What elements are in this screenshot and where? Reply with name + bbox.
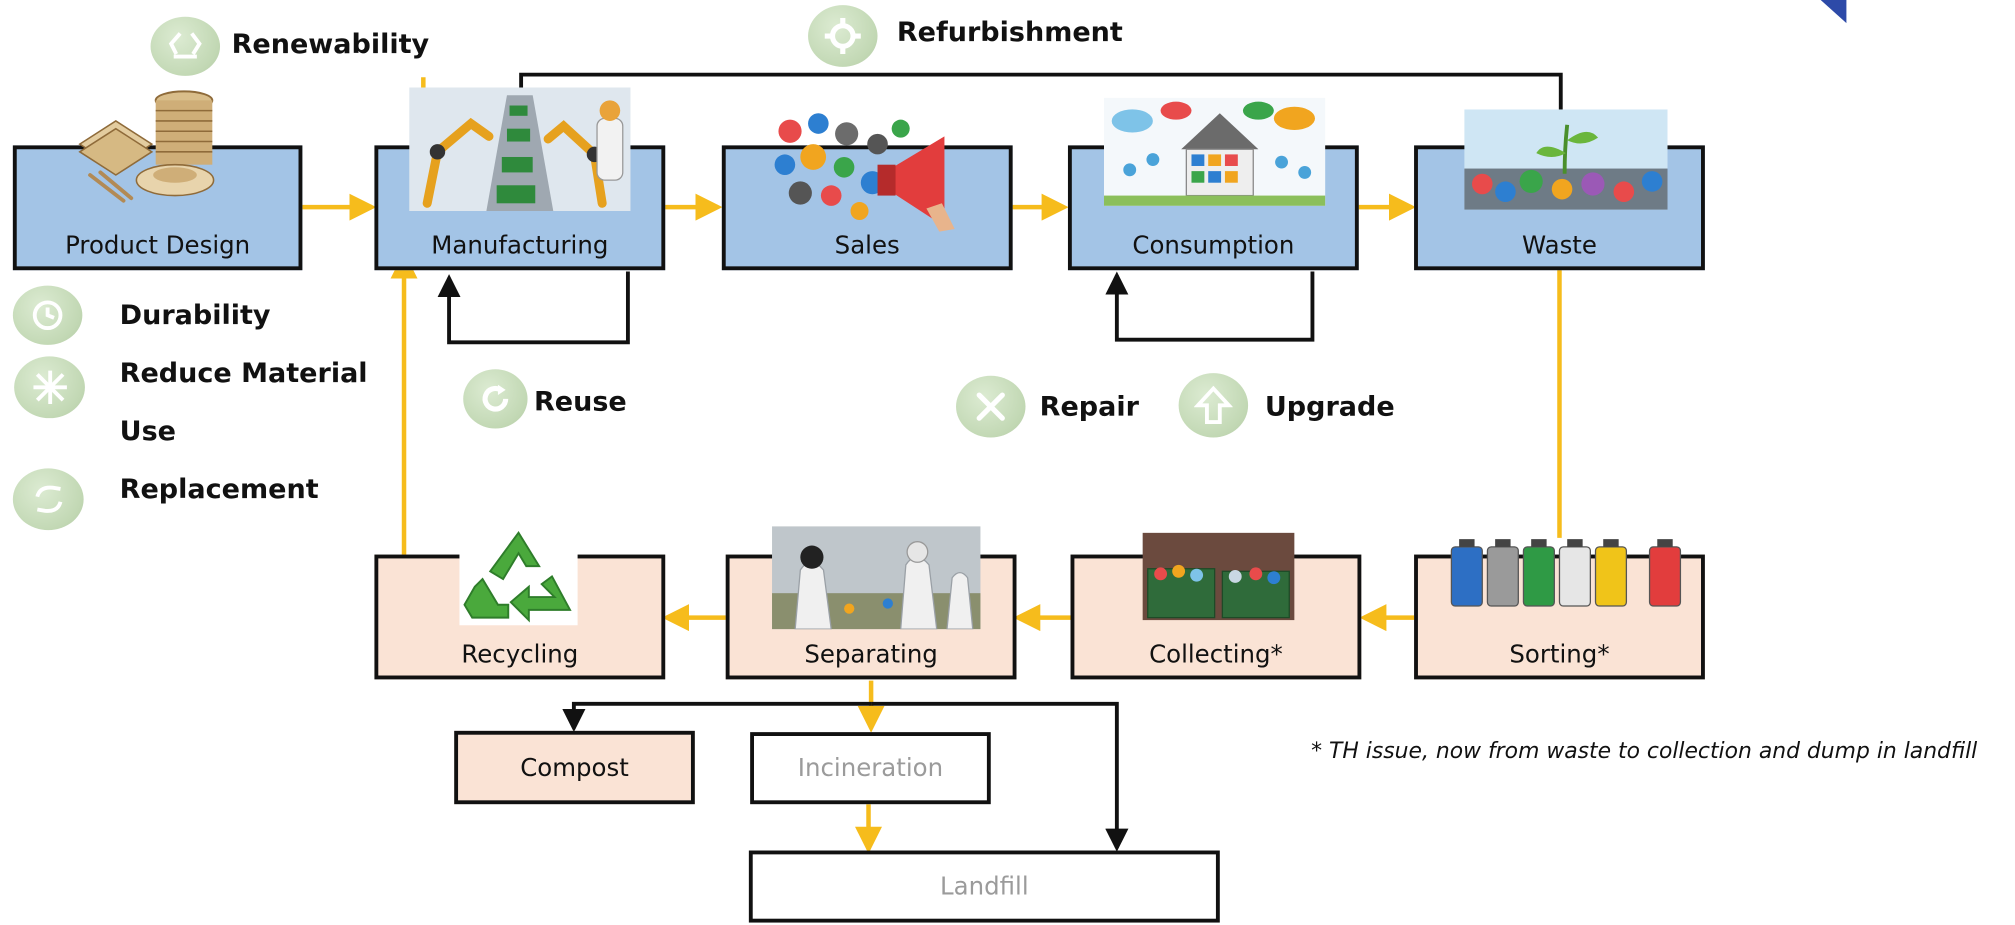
arrow-to-landfill bbox=[871, 701, 1129, 852]
strategy-upgrade: Upgrade bbox=[1264, 391, 1395, 423]
stage-label: Collecting* bbox=[1149, 640, 1283, 670]
marketing-megaphone-image bbox=[774, 113, 955, 232]
stage-label: Manufacturing bbox=[431, 231, 609, 260]
stage-label: Landfill bbox=[940, 872, 1029, 901]
loop-refurbishment bbox=[519, 72, 1563, 111]
corner-accent-shape bbox=[1820, 0, 1847, 24]
strategy-reduce-material-continued: Use bbox=[119, 415, 177, 447]
sorting-workers-image bbox=[772, 526, 981, 630]
stage-incineration: Incineration bbox=[750, 732, 991, 805]
stage-label: Product Design bbox=[65, 231, 251, 260]
gear-icon bbox=[808, 5, 878, 67]
stage-label: Incineration bbox=[797, 754, 944, 783]
arrow-to-compost bbox=[562, 701, 872, 733]
stage-landfill: Landfill bbox=[748, 850, 1220, 923]
stage-product-design: Product Design bbox=[12, 145, 303, 271]
stage-label: Compost bbox=[520, 753, 629, 782]
tools-icon bbox=[956, 375, 1026, 438]
refresh-icon bbox=[463, 369, 528, 429]
up-arrow-icon bbox=[1178, 373, 1249, 438]
tableware-stack-image bbox=[78, 90, 215, 203]
smart-home-cloud-image bbox=[1103, 97, 1326, 206]
factory-robots-image bbox=[409, 87, 631, 212]
sorting-bins-image bbox=[1450, 539, 1682, 607]
strategy-reuse: Reuse bbox=[533, 386, 627, 417]
stage-label: Sales bbox=[834, 231, 900, 260]
compress-arrows-icon bbox=[14, 356, 85, 419]
collection-crates-image bbox=[1142, 532, 1295, 621]
strategy-repair: Repair bbox=[1039, 391, 1139, 423]
loop-reuse bbox=[437, 271, 630, 345]
stage-label: Sorting* bbox=[1509, 640, 1610, 670]
strategy-reduce-material: Reduce Material bbox=[119, 357, 368, 389]
stage-compost: Compost bbox=[454, 730, 695, 805]
loop-repair-upgrade bbox=[1105, 271, 1315, 342]
footnote: * TH issue, now from waste to collection… bbox=[1311, 738, 1978, 765]
stage-label: Recycling bbox=[461, 640, 579, 670]
stage-label: Waste bbox=[1521, 231, 1597, 260]
strategy-renewability: Renewability bbox=[231, 28, 430, 60]
stage-label: Consumption bbox=[1132, 231, 1295, 260]
waste-plant-image bbox=[1464, 109, 1668, 210]
recycle-icon bbox=[150, 16, 221, 76]
recycle-symbol-image bbox=[459, 524, 578, 626]
strategy-refurbishment: Refurbishment bbox=[896, 16, 1123, 48]
strategy-durability: Durability bbox=[119, 299, 271, 331]
swap-arrows-icon bbox=[12, 468, 84, 531]
stage-label: Separating bbox=[804, 640, 938, 670]
strategy-replacement: Replacement bbox=[119, 473, 319, 505]
clock-icon bbox=[12, 285, 83, 345]
